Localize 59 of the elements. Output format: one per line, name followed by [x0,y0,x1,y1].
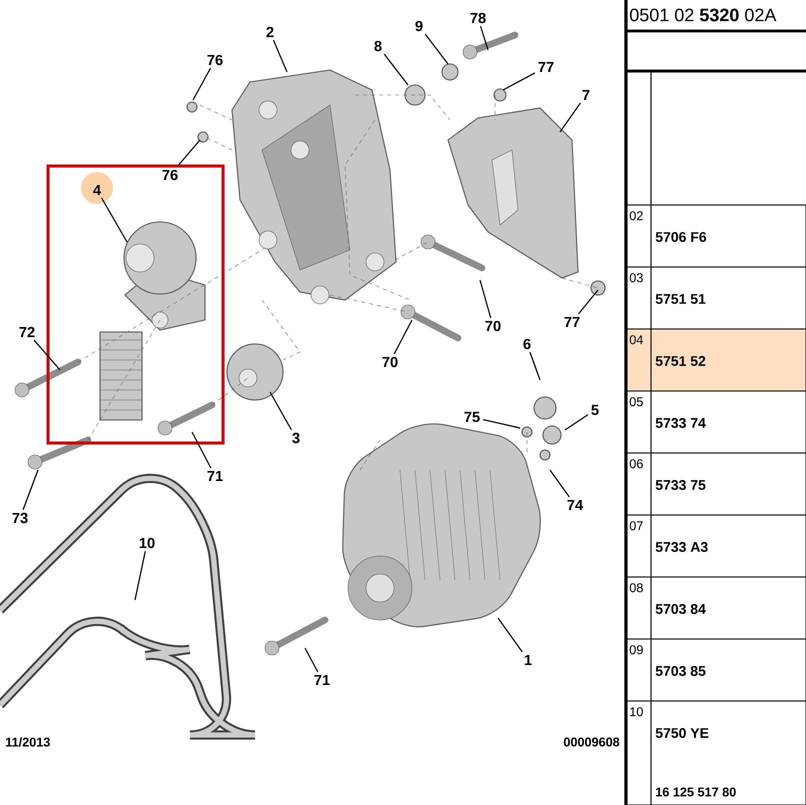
callout-number: 2 [266,26,274,38]
callout-number: 70 [382,356,398,368]
callout-number: 4 [93,184,101,196]
callout-number: 8 [374,40,382,52]
leader-line [564,414,588,430]
leader-line [550,470,570,498]
row-number: 09 [625,638,652,702]
callout-number: 75 [464,412,480,422]
leader-line [269,392,292,430]
leader-line [22,470,39,510]
leader-line [502,72,536,91]
leader-line [176,140,200,168]
callout-number: 10 [140,538,155,548]
row-number: 02 [625,204,652,268]
callout-number: 6 [523,338,531,350]
leader-line [384,54,408,86]
row-number: 05 [625,390,652,454]
row-number: 07 [625,514,652,578]
callout-number: 74 [567,500,584,510]
row-number: 10 [625,700,652,805]
leader-line [134,551,146,600]
leader-line [479,280,492,318]
leader-line [529,352,541,380]
callout-number: 77 [564,316,580,328]
row-number: 06 [625,452,652,516]
leader-line [101,198,128,242]
drawing-number: 00009608 [564,738,620,746]
callout-number: 71 [314,674,330,686]
callout-number: 73 [12,512,28,524]
leader-line [480,26,489,50]
date-label: 11/2013 [6,737,50,747]
callout-number: 3 [292,432,300,444]
table-header: 0501 02 5320 02A [630,8,776,22]
callout-number: 77 [538,62,554,72]
leader-line [560,102,581,132]
row-number: 08 [625,576,652,640]
leader-line [304,648,318,672]
leader-line [34,340,60,370]
callout-number: 78 [470,12,486,24]
row-number: 04 [625,328,652,392]
leader-line [578,290,598,314]
leader-line [191,432,212,468]
callout-number: 76 [207,54,223,66]
leader-line [482,418,520,429]
callout-number: 70 [485,320,501,332]
leader-line [272,40,288,72]
leader-line [498,618,523,652]
leader-line [424,34,448,64]
leader-line [394,320,413,354]
part-number: 16 125 517 80 [656,788,736,796]
callout-number: 9 [415,20,423,32]
callout-number: 76 [162,170,178,180]
callout-number: 72 [19,326,35,338]
callout-number: 7 [582,90,590,100]
callout-number: 5 [591,404,599,416]
callout-number: 1 [524,654,532,666]
row-number: 03 [625,266,652,330]
leader-line [192,68,212,100]
callout-number: 71 [207,470,223,482]
